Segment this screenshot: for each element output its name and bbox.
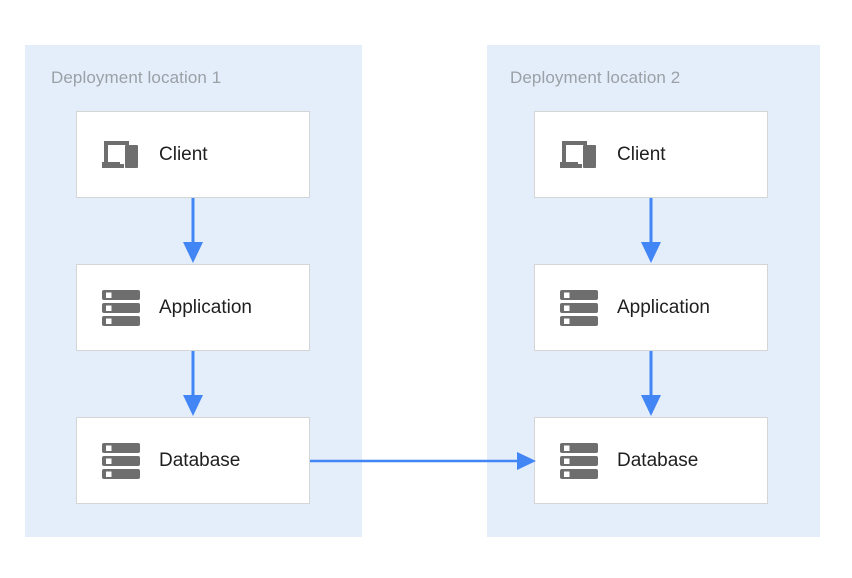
server-stack-icon — [557, 439, 601, 483]
devices-icon — [557, 133, 601, 177]
server-stack-icon — [557, 286, 601, 330]
node-database-2[interactable]: Database — [534, 417, 768, 504]
deployment-zone-2-title: Deployment location 2 — [510, 68, 681, 87]
node-client-1-label: Client — [159, 143, 208, 165]
node-application-2-label: Application — [617, 296, 710, 318]
server-stack-icon — [99, 439, 143, 483]
connector-database1-to-database2 — [310, 450, 538, 472]
node-client-1[interactable]: Client — [76, 111, 310, 198]
devices-icon — [99, 133, 143, 177]
node-application-1[interactable]: Application — [76, 264, 310, 351]
node-database-1[interactable]: Database — [76, 417, 310, 504]
node-application-1-label: Application — [159, 296, 252, 318]
node-application-2[interactable]: Application — [534, 264, 768, 351]
deployment-zone-1-title: Deployment location 1 — [51, 68, 222, 87]
server-stack-icon — [99, 286, 143, 330]
connector-application1-to-database1 — [181, 351, 205, 417]
node-client-2-label: Client — [617, 143, 666, 165]
node-client-2[interactable]: Client — [534, 111, 768, 198]
connector-client1-to-application1 — [181, 198, 205, 264]
connector-application2-to-database2 — [639, 351, 663, 417]
node-database-1-label: Database — [159, 449, 241, 471]
node-database-2-label: Database — [617, 449, 699, 471]
connector-client2-to-application2 — [639, 198, 663, 264]
